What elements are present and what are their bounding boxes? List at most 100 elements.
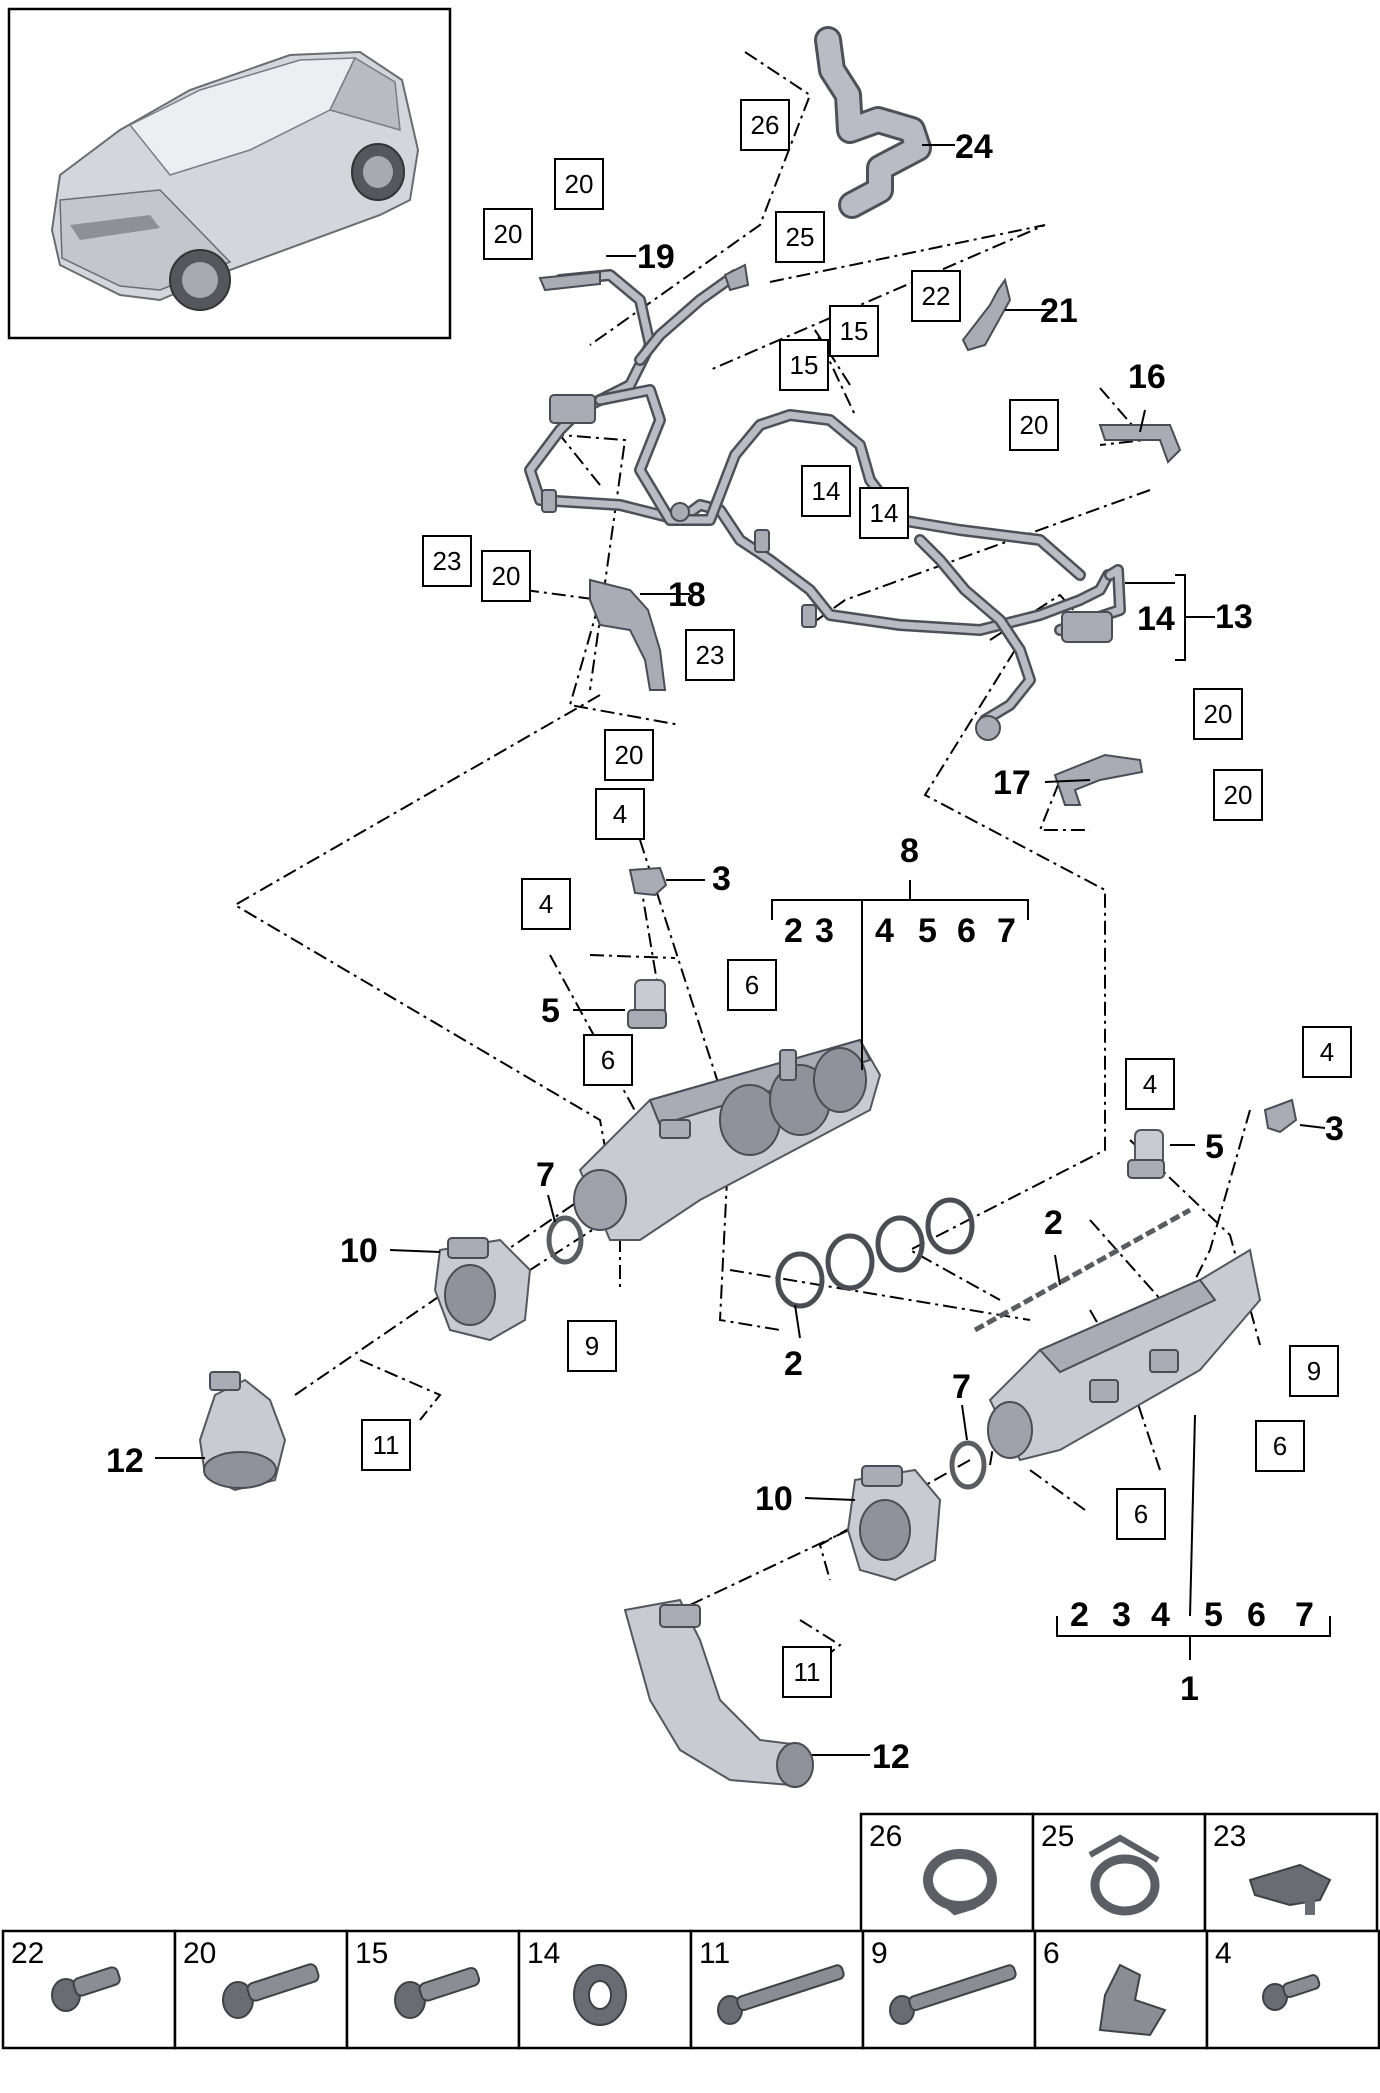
holder-25 <box>723 263 750 292</box>
svg-text:20: 20 <box>1020 410 1049 440</box>
svg-text:11: 11 <box>699 1937 730 1970</box>
callout-7-left: 7 <box>536 1156 555 1194</box>
table-cell-25: 25 <box>1031 1812 1207 1933</box>
box-15-a: 15 <box>829 305 879 357</box>
assy8-member-6: 6 <box>957 912 976 950</box>
svg-text:9: 9 <box>1307 1356 1321 1386</box>
table-cell-22: 22 <box>1 1929 177 2050</box>
box-9-a: 9 <box>567 1320 617 1372</box>
callout-21: 21 <box>1040 292 1078 330</box>
svg-text:22: 22 <box>922 281 951 311</box>
assy8-member-7: 7 <box>997 912 1016 950</box>
small-screw-icon <box>1262 1974 1321 2011</box>
boxed-callouts: 26 20 20 25 22 15 15 20 14 14 23 20 23 2… <box>361 99 1352 1698</box>
svg-text:6: 6 <box>1273 1431 1287 1461</box>
air-intake-pipe-12-left <box>198 1371 287 1492</box>
svg-text:20: 20 <box>565 169 594 199</box>
sensor-3-left <box>628 866 668 897</box>
intake-manifold-left <box>573 1038 882 1241</box>
table-cell-23: 23 <box>1203 1812 1379 1933</box>
assy8-member-3: 3 <box>815 912 834 950</box>
svg-text:23: 23 <box>433 546 462 576</box>
svg-text:6: 6 <box>1134 1499 1148 1529</box>
box-20-d: 20 <box>481 550 531 602</box>
svg-text:6: 6 <box>745 970 759 1000</box>
svg-text:20: 20 <box>492 561 521 591</box>
svg-text:20: 20 <box>1204 699 1233 729</box>
box-4-d: 4 <box>1125 1058 1175 1110</box>
svg-text:4: 4 <box>1143 1069 1157 1099</box>
svg-text:15: 15 <box>840 316 869 346</box>
svg-text:15: 15 <box>790 350 819 380</box>
svg-text:20: 20 <box>1224 780 1253 810</box>
table-cell-4: 4 <box>1205 1929 1380 2050</box>
valve-5-right <box>1127 1129 1165 1179</box>
gasket-7-right <box>949 1440 987 1490</box>
callout-1: 1 <box>1180 1670 1199 1708</box>
table-cell-26: 26 <box>859 1812 1035 1933</box>
callout-10-right: 10 <box>755 1480 793 1518</box>
svg-text:25: 25 <box>1041 1820 1074 1853</box>
vehicle-icon <box>50 50 420 311</box>
gasket-7-left <box>546 1215 584 1265</box>
bracket-19 <box>538 270 601 292</box>
box-6-a: 6 <box>727 959 777 1011</box>
long-screw-icon <box>889 1964 1017 2025</box>
svg-text:23: 23 <box>696 640 725 670</box>
svg-text:26: 26 <box>751 110 780 140</box>
svg-text:11: 11 <box>373 1430 400 1460</box>
hose-clamp-icon <box>923 1849 997 1916</box>
box-4-a: 4 <box>595 788 645 840</box>
callout-5-right: 5 <box>1205 1128 1224 1166</box>
callout-3-right: 3 <box>1325 1110 1344 1148</box>
assembly-1-bracket <box>1056 1414 1331 1660</box>
bracket-16 <box>1098 424 1182 464</box>
callout-18: 18 <box>668 576 706 614</box>
spring-clip-icon <box>1098 1963 1167 2037</box>
box-20-g: 20 <box>1213 769 1263 821</box>
vehicle-thumbnail <box>7 7 452 340</box>
assy1-member-5: 5 <box>1204 1596 1223 1634</box>
svg-text:26: 26 <box>869 1820 902 1853</box>
svg-text:4: 4 <box>1215 1937 1232 1970</box>
svg-text:4: 4 <box>539 889 553 919</box>
box-22: 22 <box>911 270 961 322</box>
holder-clip-icon <box>1248 1863 1332 1915</box>
box-23-a: 23 <box>422 535 472 587</box>
assy1-member-2: 2 <box>1070 1596 1089 1634</box>
callout-17: 17 <box>993 764 1031 802</box>
box-26: 26 <box>740 99 790 151</box>
assy1-member-7: 7 <box>1295 1596 1314 1634</box>
nut-icon <box>573 1964 627 2026</box>
box-25: 25 <box>775 211 825 263</box>
table-cell-6: 6 <box>1033 1929 1209 2050</box>
svg-text:20: 20 <box>183 1937 216 1970</box>
svg-text:4: 4 <box>613 799 627 829</box>
bolt-icon <box>222 1963 320 2019</box>
box-4-c: 4 <box>1302 1026 1352 1078</box>
assy1-member-6: 6 <box>1247 1596 1266 1634</box>
assy8-member-2: 2 <box>784 912 803 950</box>
short-bolt-icon <box>51 1966 121 2012</box>
hose-clip-icon <box>1088 1834 1160 1916</box>
assy1-member-3: 3 <box>1112 1596 1131 1634</box>
box-20-f: 20 <box>1193 688 1243 740</box>
callout-19: 19 <box>637 238 675 276</box>
bolt-icon <box>394 1967 481 2019</box>
svg-text:25: 25 <box>786 222 815 252</box>
svg-text:22: 22 <box>11 1937 44 1970</box>
fastener-table: 26 25 23 22 <box>1 1812 1380 2050</box>
box-20-e: 20 <box>604 729 654 781</box>
callout-10-left: 10 <box>340 1232 378 1270</box>
svg-text:23: 23 <box>1213 1820 1246 1853</box>
assembly-8-bracket <box>771 880 1029 1070</box>
assy1-member-4: 4 <box>1151 1596 1170 1634</box>
svg-text:15: 15 <box>355 1937 388 1970</box>
box-11-b: 11 <box>782 1646 832 1698</box>
vent-line-harness <box>524 269 1126 741</box>
gasket-strip-2-right <box>973 1207 1192 1333</box>
box-14-a: 14 <box>801 465 851 517</box>
svg-text:9: 9 <box>585 1331 599 1361</box>
callout-3-left: 3 <box>712 860 731 898</box>
